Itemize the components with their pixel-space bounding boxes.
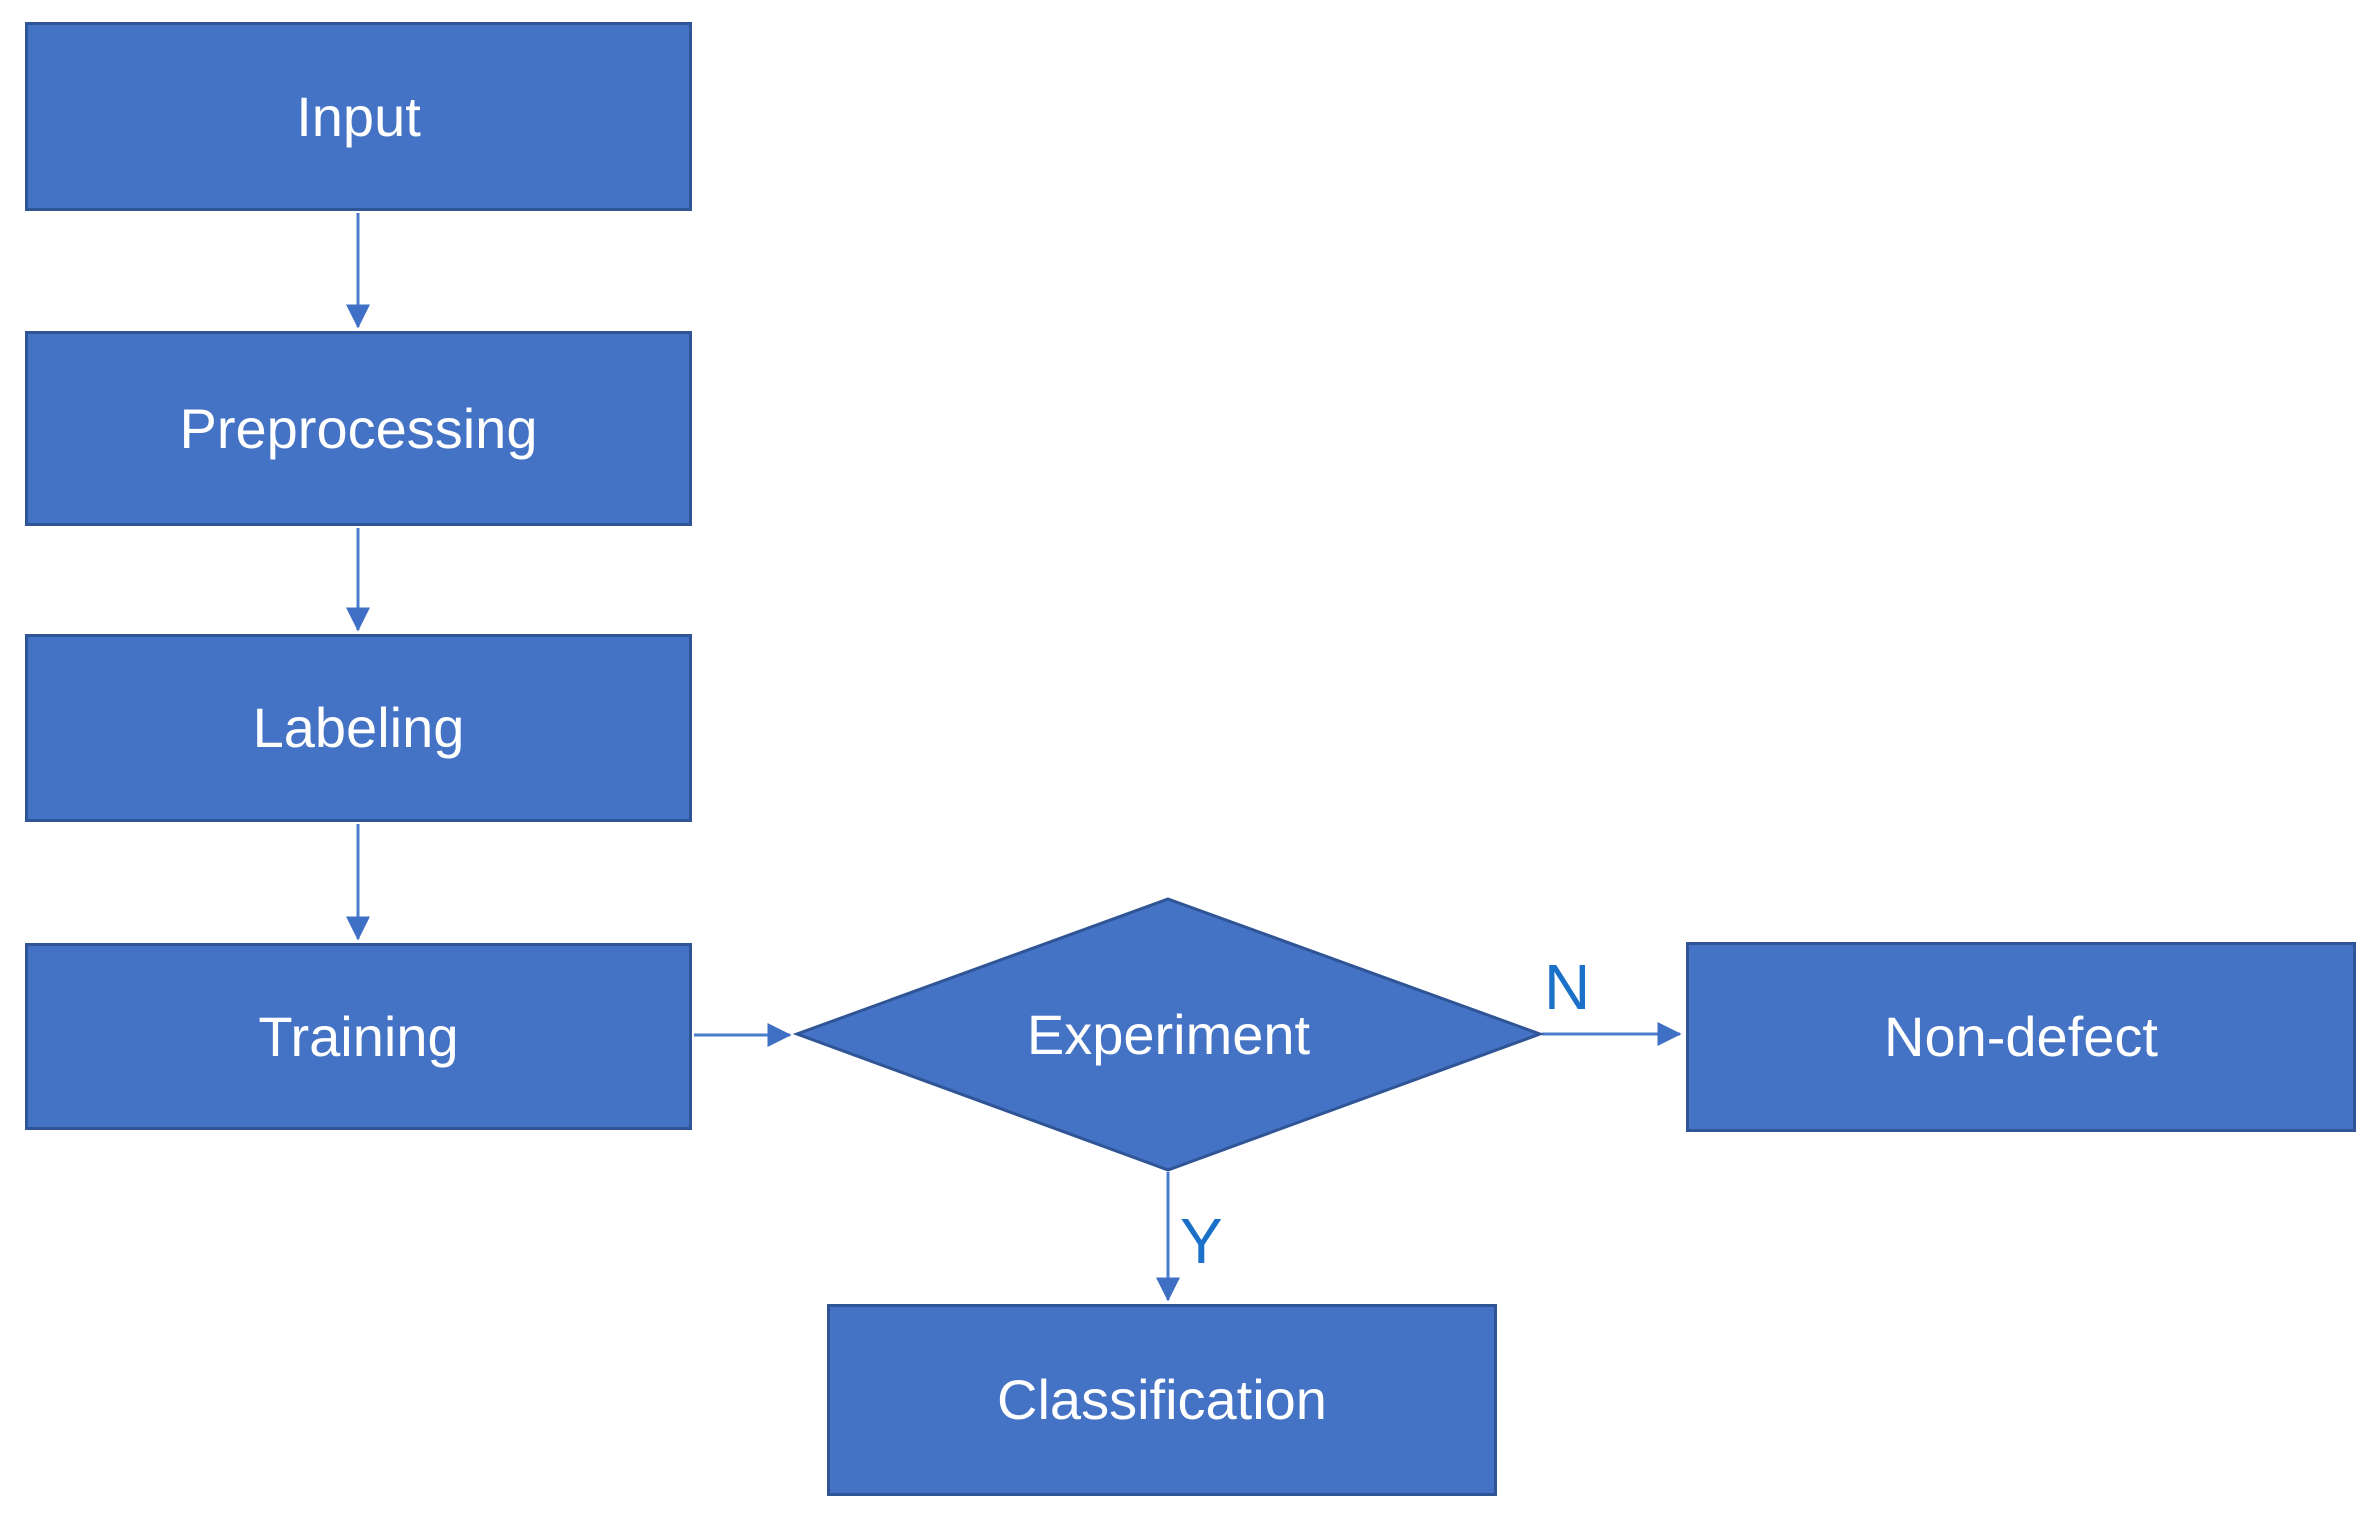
node-labeling: Labeling <box>25 634 692 822</box>
node-training-label: Training <box>258 1004 459 1068</box>
node-experiment-shape <box>792 897 1545 1172</box>
node-input: Input <box>25 22 692 211</box>
branch-label-no: N <box>1544 951 1591 1023</box>
node-preprocessing-label: Preprocessing <box>179 396 538 460</box>
node-classification-label: Classification <box>997 1368 1327 1431</box>
node-non-defect: Non-defect <box>1686 942 2356 1132</box>
node-non-defect-label: Non-defect <box>1884 1005 2158 1068</box>
node-labeling-label: Labeling <box>252 696 465 759</box>
node-input-label: Input <box>296 84 421 148</box>
node-classification: Classification <box>827 1304 1497 1496</box>
node-training: Training <box>25 943 692 1130</box>
node-preprocessing: Preprocessing <box>25 331 692 526</box>
branch-label-yes: Y <box>1180 1205 1223 1277</box>
